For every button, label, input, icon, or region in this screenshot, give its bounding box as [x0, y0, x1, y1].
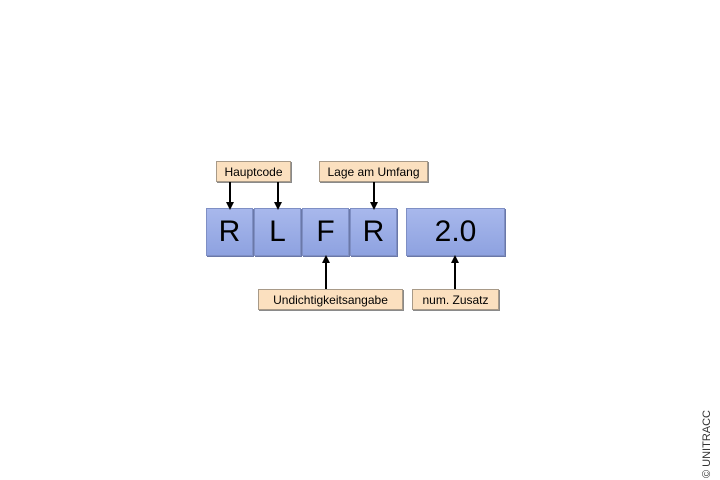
- code-box-number: 2.0: [406, 208, 505, 256]
- code-box-f: F: [302, 208, 349, 256]
- code-box-l: L: [254, 208, 301, 256]
- label-num-zusatz: num. Zusatz: [412, 289, 499, 310]
- label-lage-am-umfang: Lage am Umfang: [319, 161, 428, 182]
- label-hauptcode: Hauptcode: [216, 161, 291, 182]
- copyright-text: © UNITRACC: [701, 410, 713, 478]
- code-box-r2: R: [350, 208, 397, 256]
- label-undichtigkeitsangabe: Undichtigkeitsangabe: [258, 289, 403, 310]
- code-box-r1: R: [206, 208, 253, 256]
